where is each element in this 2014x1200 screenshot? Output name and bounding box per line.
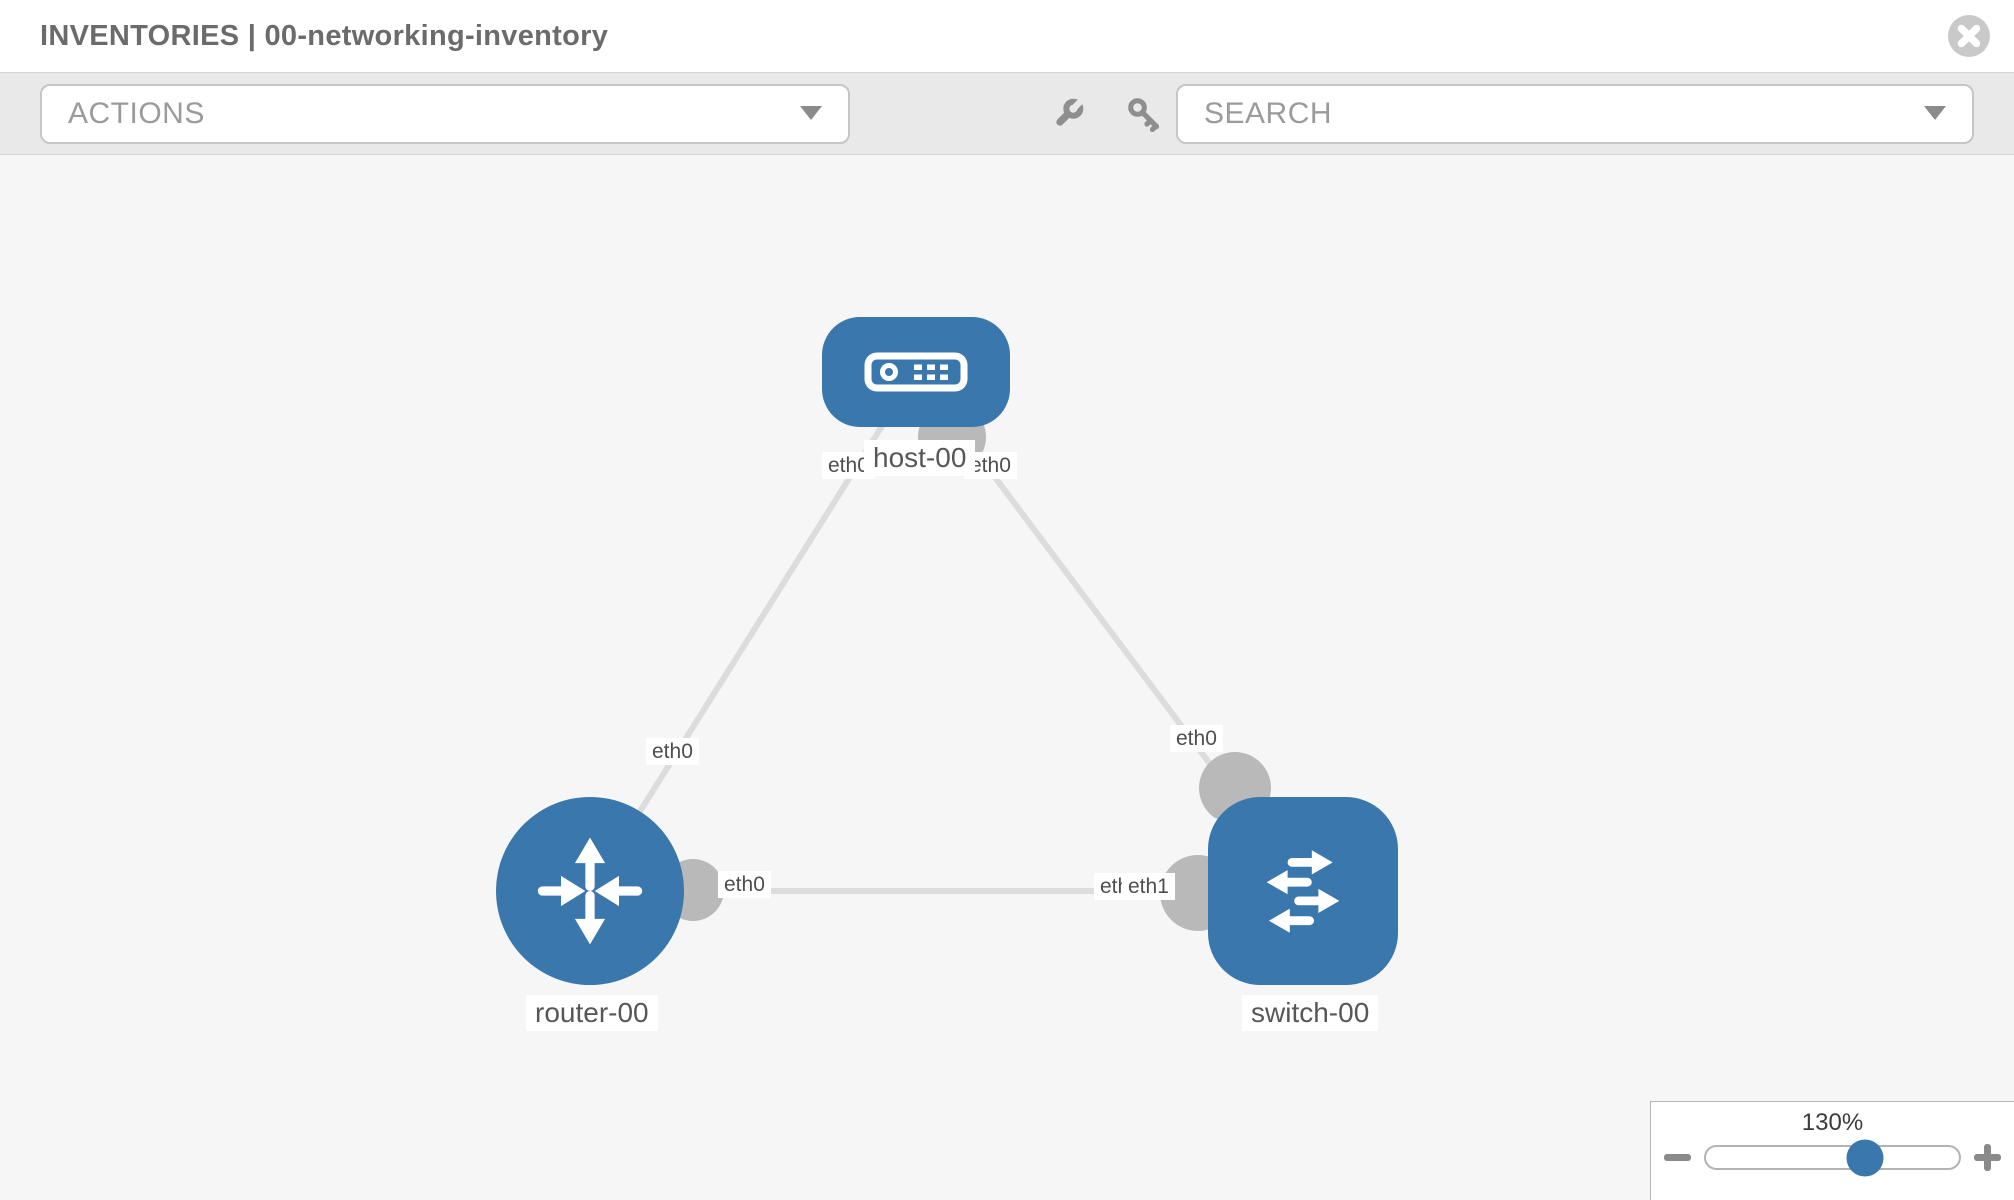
close-icon[interactable] — [1946, 13, 1992, 59]
plus-icon[interactable] — [1974, 1144, 2001, 1171]
interface-label-switch-eth1: eth1 — [1122, 873, 1175, 900]
node-switch[interactable] — [1208, 797, 1398, 985]
zoom-slider-thumb[interactable] — [1846, 1139, 1884, 1176]
key-icon[interactable] — [1126, 96, 1162, 132]
links-layer — [587, 370, 1306, 931]
node-router[interactable] — [496, 797, 684, 985]
search-dropdown[interactable]: SEARCH — [1176, 83, 1974, 144]
actions-dropdown-label: ACTIONS — [68, 96, 205, 130]
caret-down-icon — [1924, 106, 1946, 120]
node-label-host: host-00 — [864, 440, 976, 476]
title-bar: INVENTORIES | 00-networking-inventory — [0, 0, 2014, 72]
interface-label-router-eth0-uplink: eth0 — [646, 738, 699, 765]
switch-icon — [1266, 850, 1340, 933]
zoom-slider-track[interactable] — [1704, 1139, 1961, 1176]
toolbar-icon-group — [1050, 96, 1162, 132]
node-label-switch: switch-00 — [1242, 995, 1379, 1031]
caret-down-icon — [800, 106, 822, 120]
minus-icon[interactable] — [1664, 1154, 1691, 1161]
zoom-level-label: 130% — [1801, 1109, 1864, 1136]
interface-label-router-eth0: eth0 — [718, 871, 771, 898]
topology-canvas[interactable]: host-00 eth0 eth0 eth0 eth0 eth0 eth0 et… — [0, 155, 2014, 1200]
node-label-router: router-00 — [526, 995, 658, 1031]
page-title: INVENTORIES | 00-networking-inventory — [40, 19, 609, 52]
router-icon — [537, 837, 643, 945]
zoom-panel: 130% — [1650, 1101, 2014, 1200]
host-icon — [864, 352, 968, 392]
interface-label-switch-eth0: eth0 — [1170, 725, 1223, 752]
actions-dropdown[interactable]: ACTIONS — [40, 83, 850, 144]
toolbar: ACTIONS SEARCH — [0, 72, 2014, 155]
wrench-icon[interactable] — [1050, 96, 1086, 132]
search-dropdown-label: SEARCH — [1204, 96, 1333, 130]
node-host[interactable] — [822, 317, 1010, 427]
zoom-slider-row — [1651, 1139, 2014, 1176]
